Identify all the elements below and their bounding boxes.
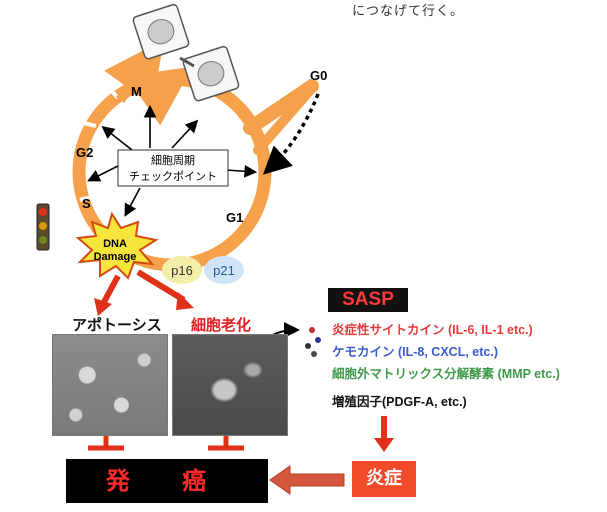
phase-g2: G2 [76, 145, 93, 160]
phase-m: M [131, 84, 142, 99]
dividing-cell-2 [182, 45, 240, 102]
arrow-to-apoptosis [101, 274, 121, 304]
sasp-title: SASP [328, 288, 408, 312]
senescence-label: 細胞老化 [191, 316, 252, 334]
p16-bubble [162, 256, 202, 284]
g0-return-arrow [262, 93, 320, 175]
checkpoint-line2: チェックポイント [129, 170, 217, 183]
senescence-micrograph [172, 334, 288, 436]
secreted-factors-icon [305, 327, 321, 357]
apoptosis-label: アポトーシス [72, 316, 162, 334]
checkpoint-box [117, 149, 229, 187]
phase-s: S [82, 196, 91, 211]
p16-label: p16 [171, 263, 193, 278]
inflammation-to-cancer-arrow [269, 465, 345, 495]
sasp-item-cytokines: 炎症性サイトカイン (IL-6, IL-1 etc.) [332, 323, 533, 337]
phase-g0: G0 [310, 68, 327, 83]
top-note: につなげて行く。 [352, 4, 465, 19]
apoptosis-micrograph [52, 334, 168, 436]
dna-damage-line1: DNA [103, 238, 127, 250]
p21-bubble [204, 256, 244, 284]
inflammation-box: 炎症 [352, 461, 416, 497]
p21-label: p21 [213, 263, 235, 278]
sasp-item-growth-factors: 増殖因子(PDGF-A, etc.) [332, 395, 467, 409]
dna-damage-burst [75, 211, 159, 280]
phase-g1: G1 [226, 210, 243, 225]
dividing-cell-1 [132, 3, 190, 60]
checkpoint-line1: 細胞周期 [151, 154, 195, 167]
cancer-box: 発 癌 [66, 459, 268, 503]
sasp-item-chemokines: ケモカイン (IL-8, CXCL, etc.) [332, 345, 498, 359]
arrow-to-senescence [136, 269, 186, 303]
dna-damage-line2: Damage [94, 251, 137, 263]
traffic-light-icon [36, 203, 50, 251]
sasp-item-mmp: 細胞外マトリックス分解酵素 (MMP etc.) [332, 367, 560, 381]
